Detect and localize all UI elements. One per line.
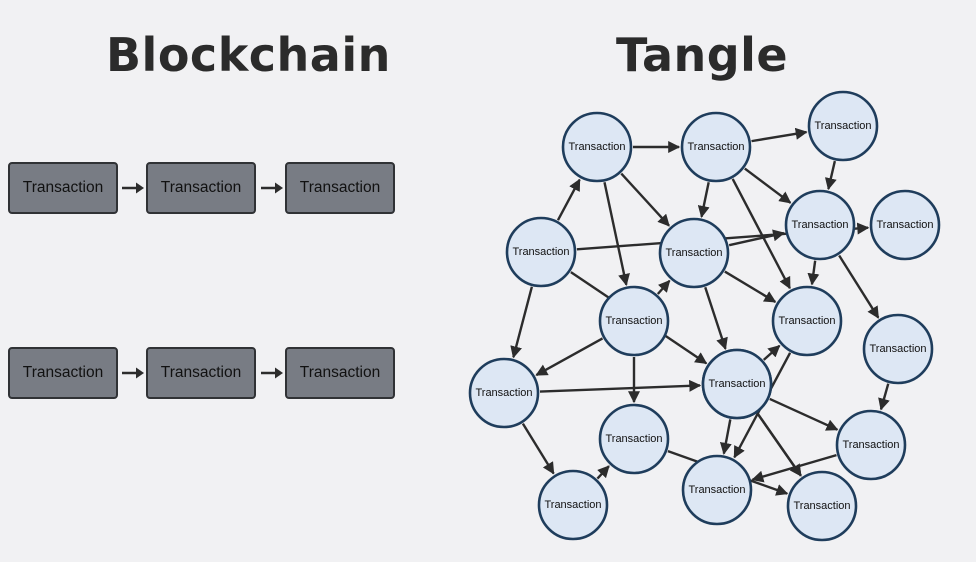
tangle-node: Transaction [468,357,540,429]
tangle-node: Transaction [658,217,730,289]
tangle-edge [620,172,670,227]
blockchain-chain: Transaction Transaction Transaction [8,162,398,216]
tangle-edge [556,178,581,221]
tangle-node-label: Transaction [688,484,745,496]
chain-arrow [261,367,283,379]
tangle-node: Transaction [869,189,941,261]
tangle-title: Tangle [616,28,789,82]
tangle-edge [824,160,837,191]
tangle-node-circle [468,357,540,429]
tangle-node-label: Transaction [512,246,569,258]
tangle-edge [762,344,781,361]
tangle-node-circle [505,216,577,288]
tangle-edge [510,286,534,359]
tangle-node-label: Transaction [687,141,744,153]
tangle-node-label: Transaction [665,247,722,259]
tangle-edge [744,167,792,204]
tangle-node: Transaction [598,285,670,357]
tangle-edge [697,182,710,218]
tangle-edge [724,270,777,303]
blockchain-chain: Transaction Transaction Transaction [8,347,398,401]
tangle-edge [521,423,555,475]
tangle-node-label: Transaction [708,378,765,390]
tangle-node-circle [681,454,753,526]
tangle-node-circle [701,348,773,420]
tangle-node: Transaction [786,470,858,542]
tangle-edge [603,181,630,286]
tangle-node-circle [537,469,609,541]
tangle-edge [838,254,880,319]
chain-arrow [122,182,144,194]
tangle-node: Transaction [784,189,856,261]
tangle-node: Transaction [807,90,879,162]
tangle-edge [719,419,732,455]
tangle-node-circle [771,285,843,357]
blockchain-block: Transaction [8,162,118,214]
tangle-edge [751,127,808,143]
tangle-node-circle [561,111,633,183]
tangle-edge [535,337,604,377]
tangle-node: Transaction [561,111,633,183]
blockchain-block: Transaction [285,347,395,399]
tangle-node-label: Transaction [605,433,662,445]
blockchain-block: Transaction [146,162,256,214]
tangle-node-label: Transaction [791,219,848,231]
tangle-node: Transaction [835,409,907,481]
tangle-node: Transaction [701,348,773,420]
tangle-edge [807,260,820,286]
tangle-node-circle [598,403,670,475]
tangle-edge [728,229,786,247]
tangle-node: Transaction [537,469,609,541]
tangle-node-circle [807,90,879,162]
blockchain-block: Transaction [146,347,256,399]
tangle-node-circle [784,189,856,261]
chain-arrow [261,182,283,194]
tangle-node: Transaction [862,313,934,385]
blockchain-title: Blockchain [106,28,391,82]
blockchain-block: Transaction [8,347,118,399]
tangle-node: Transaction [680,111,752,183]
tangle-node-label: Transaction [778,315,835,327]
tangle-node-label: Transaction [605,315,662,327]
tangle-edge [769,397,839,431]
tangle-edge [539,379,702,393]
tangle-edge [756,412,802,477]
tangle-node-label: Transaction [876,219,933,231]
blockchain-block: Transaction [285,162,395,214]
tangle-node-circle [598,285,670,357]
tangle-edge [596,465,610,480]
tangle-edge [704,286,728,350]
chain-arrow [122,367,144,379]
tangle-node-label: Transaction [544,499,601,511]
tangle-edge [731,178,791,290]
tangle-edge [656,279,671,295]
tangle-node: Transaction [598,403,670,475]
tangle-node-circle [786,470,858,542]
tangle-node-circle [869,189,941,261]
tangle-node-label: Transaction [475,387,532,399]
tangle-node-label: Transaction [842,439,899,451]
tangle-node-label: Transaction [568,141,625,153]
tangle-node-circle [658,217,730,289]
tangle-node-circle [835,409,907,481]
tangle-node-label: Transaction [814,120,871,132]
tangle-node-label: Transaction [869,343,926,355]
tangle-node-label: Transaction [793,500,850,512]
tangle-node-circle [862,313,934,385]
tangle-edge [878,383,890,411]
tangle-node: Transaction [771,285,843,357]
tangle-node-circle [680,111,752,183]
tangle-node: Transaction [681,454,753,526]
tangle-node: Transaction [505,216,577,288]
